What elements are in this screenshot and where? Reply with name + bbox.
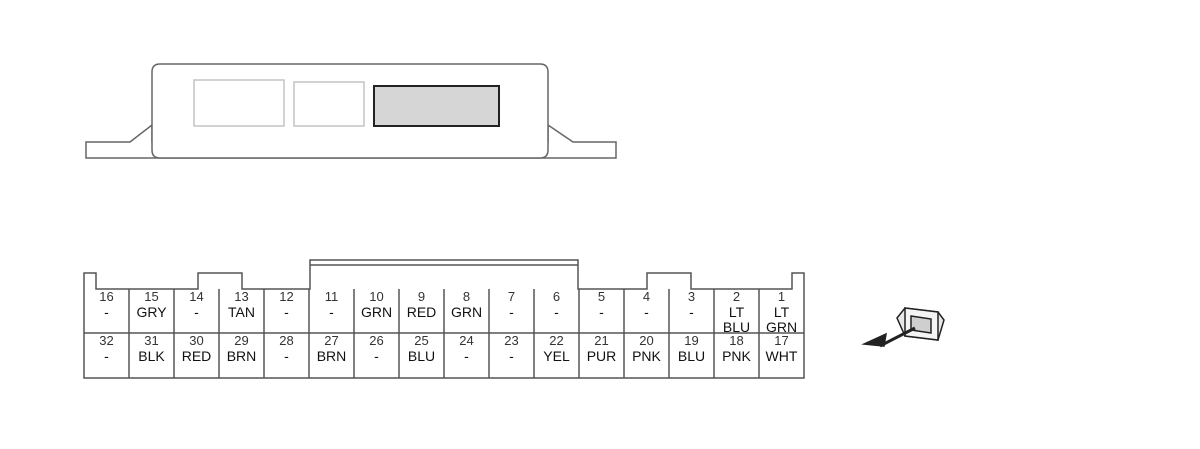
- pin-number: 20: [639, 333, 653, 348]
- pin-number: 25: [414, 333, 428, 348]
- probe-arrow-head: [861, 332, 887, 347]
- probe-terminal-slot: [910, 315, 932, 334]
- pin-wire-color: LT: [729, 304, 745, 320]
- pin-number: 8: [463, 289, 470, 304]
- pin-number: 10: [369, 289, 383, 304]
- pin-number: 28: [279, 333, 293, 348]
- pin-wire-color: LT: [774, 304, 790, 320]
- pin-number: 31: [144, 333, 158, 348]
- pin-wire-color: YEL: [543, 348, 570, 364]
- pin-number: 2: [733, 289, 740, 304]
- pin-wire-color: -: [509, 304, 514, 320]
- pin-wire-color: -: [104, 304, 109, 320]
- pin-wire-color: GRN: [361, 304, 392, 320]
- pin-number: 22: [549, 333, 563, 348]
- pin-wire-color: GRN: [766, 319, 797, 335]
- pin-wire-color: -: [104, 348, 109, 364]
- pin-wire-color: -: [554, 304, 559, 320]
- pin-number: 11: [325, 289, 339, 304]
- pin-wire-color: -: [284, 348, 289, 364]
- pin-wire-color: BLU: [723, 319, 750, 335]
- module-connector-slot-2: [293, 81, 365, 127]
- pin-number: 13: [234, 289, 248, 304]
- pin-number: 24: [459, 333, 473, 348]
- pin-number: 29: [234, 333, 248, 348]
- pin-wire-color: BLU: [408, 348, 435, 364]
- pin-number: 19: [684, 333, 698, 348]
- pin-number: 15: [144, 289, 158, 304]
- pin-wire-color: BLU: [678, 348, 705, 364]
- pin-number: 26: [369, 333, 383, 348]
- connector-face: [83, 259, 805, 379]
- pin-wire-color: PUR: [587, 348, 617, 364]
- module-connector-slot-highlighted: [373, 85, 500, 127]
- pin-wire-color: RED: [182, 348, 212, 364]
- pin-number: 9: [418, 289, 425, 304]
- pin-wire-color: -: [284, 304, 289, 320]
- pin-number: 17: [774, 333, 788, 348]
- module-connector-slot-1: [193, 79, 285, 127]
- pin-wire-color: PNK: [722, 348, 751, 364]
- pin-number: 21: [594, 333, 608, 348]
- pin-number: 7: [508, 289, 515, 304]
- pin-wire-color: -: [329, 304, 334, 320]
- pin-wire-color: -: [374, 348, 379, 364]
- pin-number: 23: [504, 333, 518, 348]
- terminal-probe-icon: [861, 307, 945, 348]
- pin-number: 18: [729, 333, 743, 348]
- control-module-outline: [85, 63, 617, 159]
- pin-number: 5: [598, 289, 605, 304]
- pin-wire-color: -: [599, 304, 604, 320]
- connector-column-dividers: [128, 289, 760, 378]
- pin-number: 30: [189, 333, 203, 348]
- pin-wire-color: WHT: [766, 348, 798, 364]
- pin-wire-color: -: [194, 304, 199, 320]
- pin-wire-color: TAN: [228, 304, 255, 320]
- pin-wire-color: RED: [407, 304, 437, 320]
- pin-number: 27: [324, 333, 338, 348]
- pin-number: 1: [778, 289, 785, 304]
- connector-pins: 16-15GRY14-13TAN12-11-10GRN9RED8GRN7-6-5…: [99, 289, 798, 364]
- pin-number: 4: [643, 289, 650, 304]
- pin-wire-color: PNK: [632, 348, 661, 364]
- pin-wire-color: GRN: [451, 304, 482, 320]
- pin-wire-color: BRN: [317, 348, 347, 364]
- pin-wire-color: BRN: [227, 348, 257, 364]
- pin-number: 14: [189, 289, 203, 304]
- pin-wire-color: -: [689, 304, 694, 320]
- pin-number: 32: [99, 333, 113, 348]
- pin-wire-color: -: [464, 348, 469, 364]
- pin-number: 3: [688, 289, 695, 304]
- pin-number: 12: [279, 289, 293, 304]
- pin-wire-color: BLK: [138, 348, 165, 364]
- pin-wire-color: GRY: [136, 304, 167, 320]
- pin-number: 16: [99, 289, 113, 304]
- probe-needle: [879, 326, 916, 348]
- pin-wire-color: -: [644, 304, 649, 320]
- pin-number: 6: [553, 289, 560, 304]
- pin-wire-color: -: [509, 348, 514, 364]
